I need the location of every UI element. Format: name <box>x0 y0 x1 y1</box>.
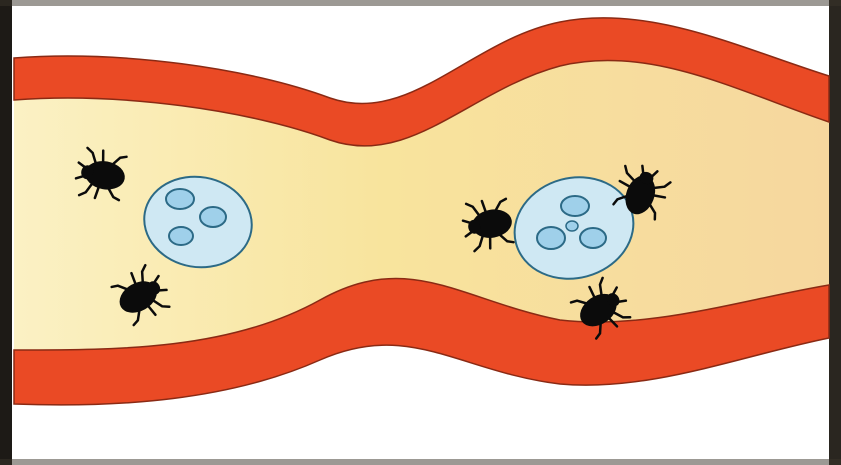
nucleus <box>566 221 578 231</box>
nucleus <box>537 227 565 249</box>
frame-right <box>829 0 841 465</box>
frame-left <box>0 0 12 465</box>
frame-top <box>0 0 841 6</box>
nucleus <box>166 189 194 209</box>
nucleus <box>580 228 606 248</box>
nucleus <box>169 227 193 245</box>
frame-bottom <box>0 459 841 465</box>
nucleus <box>561 196 589 216</box>
nucleus <box>200 207 226 227</box>
